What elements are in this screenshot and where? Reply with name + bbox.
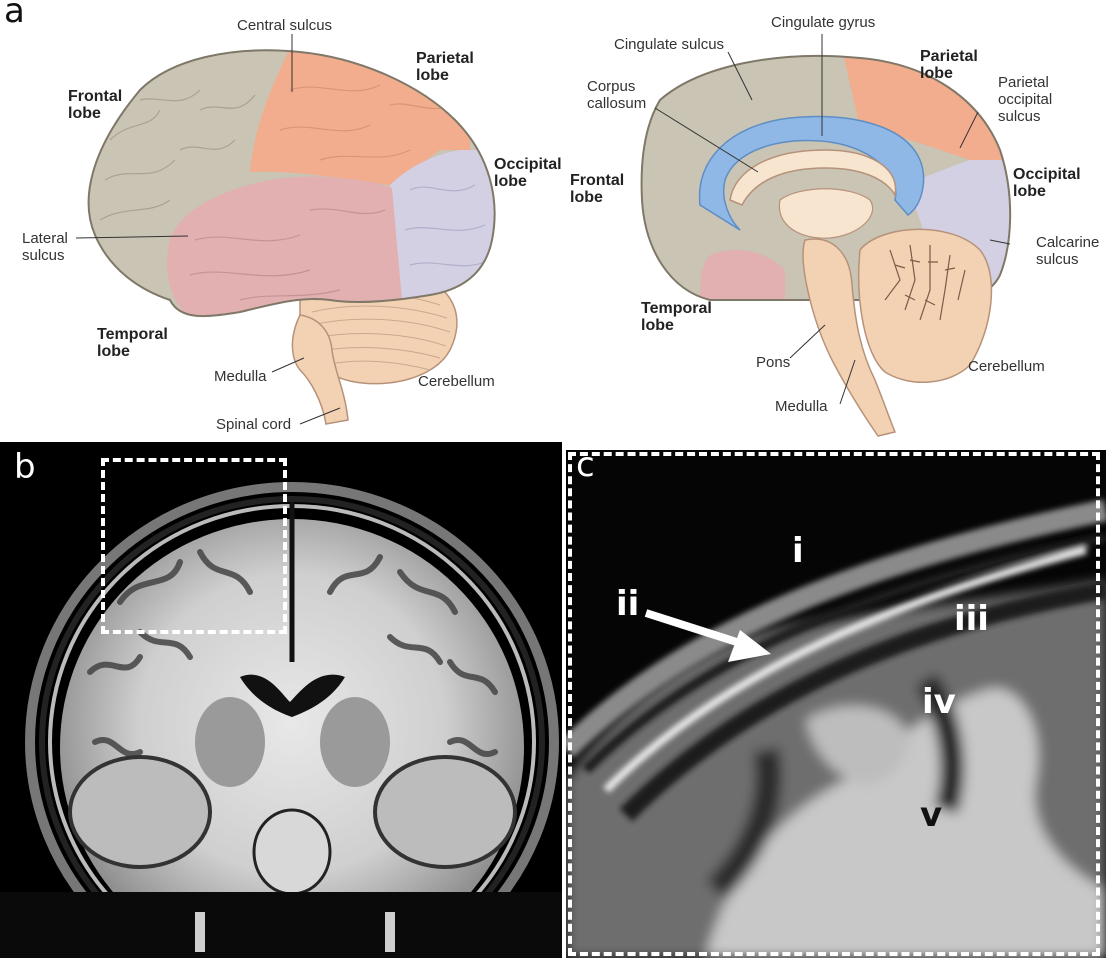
panel-c-letter: c <box>576 450 595 482</box>
label-parietal-lobe-medial: Parietal lobe <box>920 48 978 82</box>
label-pons: Pons <box>756 354 790 371</box>
label-occipital-lobe-lateral: Occipital lobe <box>494 156 562 190</box>
panel-b: b <box>0 442 562 958</box>
label-frontal-lobe-lateral: Frontal lobe <box>68 88 122 122</box>
label-medulla-medial: Medulla <box>775 398 828 415</box>
label-occipital-lobe-medial: Occipital lobe <box>1013 166 1081 200</box>
label-lateral-sulcus: Lateral sulcus <box>22 230 68 264</box>
label-cingulate-gyrus: Cingulate gyrus <box>771 14 875 31</box>
label-calcarine-sulcus: Calcarine sulcus <box>1036 234 1099 268</box>
label-medulla-lateral: Medulla <box>214 368 267 385</box>
marker-i: i <box>792 534 804 568</box>
marker-v: v <box>920 798 942 832</box>
label-parietal-lobe-lateral: Parietal lobe <box>416 50 474 84</box>
zoom-frame <box>568 452 1100 956</box>
label-corpus-callosum: Corpus callosum <box>587 78 646 112</box>
label-central-sulcus: Central sulcus <box>237 17 332 34</box>
label-cingulate-sulcus: Cingulate sulcus <box>614 36 724 53</box>
marker-ii: ii <box>616 587 639 621</box>
marker-iii: iii <box>954 602 989 636</box>
panel-b-letter: b <box>14 450 36 484</box>
label-temporal-lobe-medial: Temporal lobe <box>641 300 712 334</box>
label-parietal-occipital-sulcus: Parietal occipital sulcus <box>998 74 1052 125</box>
label-cerebellum-medial: Cerebellum <box>968 358 1045 375</box>
label-frontal-lobe-medial: Frontal lobe <box>570 172 624 206</box>
marker-iv: iv <box>922 685 956 719</box>
panel-c: c i ii iii iv v <box>566 450 1106 958</box>
label-spinal-cord: Spinal cord <box>216 416 291 433</box>
label-temporal-lobe-lateral: Temporal lobe <box>97 326 168 360</box>
mri-roi-box <box>101 458 287 634</box>
panel-a: a <box>0 0 1106 440</box>
label-cerebellum-lateral: Cerebellum <box>418 373 495 390</box>
